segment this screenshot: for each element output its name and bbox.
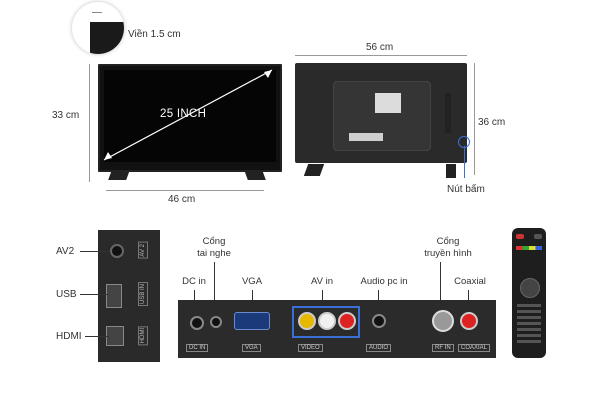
back-width-line xyxy=(295,55,467,56)
usb-port xyxy=(106,284,122,308)
print-audio: AUDIO xyxy=(366,344,392,352)
diagonal-arrow xyxy=(103,69,273,161)
headphone-label-text: Cổng tai nghe xyxy=(197,236,231,259)
headphone-line xyxy=(214,262,215,310)
av-port-group xyxy=(292,306,360,338)
front-width-label: 46 cm xyxy=(168,194,196,205)
coaxial-label: Coaxial xyxy=(454,276,486,287)
print-dc: DC IN xyxy=(186,344,209,352)
front-height-label: 33 cm xyxy=(52,110,80,121)
back-label xyxy=(349,133,383,141)
tv-back xyxy=(295,63,467,163)
av-video-jack xyxy=(298,312,316,330)
front-foot-right xyxy=(244,170,266,180)
print-coaxial: COAXIAL xyxy=(458,344,491,352)
back-width-label: 56 cm xyxy=(366,42,394,53)
dc-jack xyxy=(190,316,204,330)
front-foot-left xyxy=(108,170,130,180)
back-foot-left xyxy=(303,164,325,176)
antenna-port xyxy=(432,310,454,332)
av2-callout-line xyxy=(80,251,110,252)
side-label-hdmi: HDMI xyxy=(56,331,82,342)
audio-pc-jack xyxy=(372,314,386,328)
tv-front xyxy=(98,64,282,172)
audio-pc-label: Audio pc in xyxy=(360,276,408,287)
side-print-hdmi: HDMI xyxy=(138,326,148,346)
back-port-strip xyxy=(445,93,451,133)
coaxial-jack xyxy=(460,312,478,330)
remote-power-2 xyxy=(534,234,542,239)
av-audio-l-jack xyxy=(318,312,336,330)
vga-label: VGA xyxy=(241,276,263,287)
antenna-label: Cổng truyền hình xyxy=(420,236,476,260)
front-height-line xyxy=(89,64,90,182)
bezel-measure xyxy=(92,12,102,13)
button-label: Nút bấm xyxy=(447,184,485,195)
print-video: VIDEO xyxy=(298,344,323,352)
side-label-av2: AV2 xyxy=(56,246,75,257)
antenna-label-text: Cổng truyền hình xyxy=(424,236,472,259)
bezel-zoom-circle xyxy=(72,2,124,54)
remote-control xyxy=(512,228,546,358)
print-vga: VGA xyxy=(242,344,261,352)
remote-color-keys xyxy=(516,246,542,250)
vga-port xyxy=(234,312,270,330)
hdmi-callout-line xyxy=(85,336,109,337)
back-height-line xyxy=(474,63,475,175)
remote-power xyxy=(516,234,524,239)
av-label: AV in xyxy=(310,276,333,287)
back-sticker xyxy=(375,93,401,113)
side-print-av2: AV 2 xyxy=(138,242,148,259)
antenna-line xyxy=(440,262,441,316)
print-rf: RF IN xyxy=(432,344,454,352)
bezel-corner xyxy=(90,22,124,54)
side-label-usb: USB xyxy=(56,289,77,300)
bezel-label: Viền 1.5 cm xyxy=(128,29,181,40)
side-print-usb: USB IN xyxy=(138,282,148,307)
front-width-line xyxy=(106,190,264,191)
rear-port-panel: DC IN VGA VIDEO AUDIO RF IN COAXIAL xyxy=(178,300,496,358)
av2-jack xyxy=(110,244,124,258)
headphone-label: Cổng tai nghe xyxy=(196,236,232,260)
diagonal-size: 25 INCH xyxy=(160,108,207,120)
usb-callout-line xyxy=(80,294,108,295)
side-port-panel: AV 2 USB IN HDMI xyxy=(98,230,160,362)
dc-label: DC in xyxy=(182,276,206,287)
remote-dpad xyxy=(520,278,540,298)
remote-number-pad xyxy=(517,302,541,346)
button-indicator-line xyxy=(464,146,465,178)
back-foot-right xyxy=(446,164,456,178)
headphone-jack xyxy=(210,316,222,328)
tv-screen xyxy=(104,70,276,162)
back-height-label: 36 cm xyxy=(478,117,506,128)
av-audio-r-jack xyxy=(338,312,356,330)
av-line xyxy=(322,290,323,306)
